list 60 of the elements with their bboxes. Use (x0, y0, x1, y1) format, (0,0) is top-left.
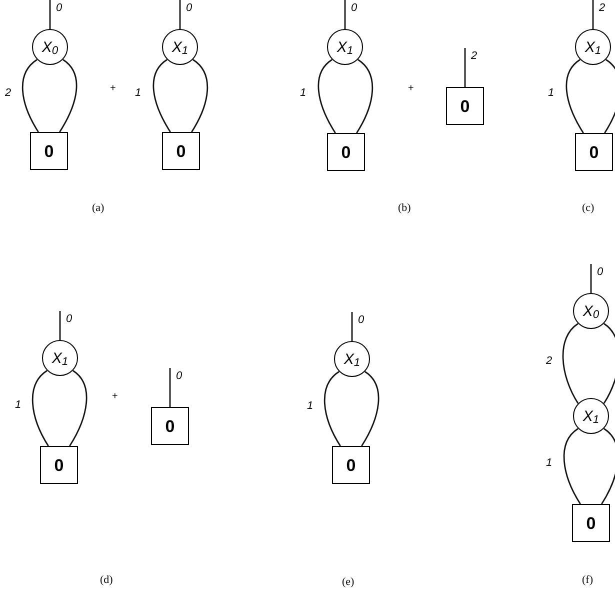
connector-line (22, 59, 39, 132)
edge-label: 2 (471, 51, 478, 62)
terminal-box: 0 (575, 133, 613, 171)
plus-sign: + (408, 84, 414, 94)
edge-label: 2 (5, 88, 12, 99)
figure-caption: (c) (582, 203, 594, 214)
connector-line (59, 311, 61, 340)
connector-line (464, 48, 466, 87)
terminal-box: 0 (162, 132, 200, 170)
terminal-box: 0 (332, 446, 370, 484)
figure-caption: (d) (100, 575, 113, 586)
plus-sign: + (110, 84, 116, 94)
connector-line (69, 370, 88, 446)
connector-line (318, 59, 336, 134)
terminal-box: 0 (30, 132, 68, 170)
figure-caption: (e) (342, 577, 354, 588)
edge-label: 0 (186, 3, 192, 14)
connector-line (49, 0, 51, 29)
connector-line (603, 323, 615, 404)
connector-line (356, 59, 373, 134)
edge-label: 0 (176, 371, 182, 382)
edge-label: 0 (56, 3, 62, 14)
edge-label: 2 (599, 3, 606, 14)
connector-line (344, 0, 346, 29)
terminal-box: 0 (572, 504, 610, 542)
edge-label: 1 (135, 88, 142, 99)
terminal-box: 0 (40, 446, 78, 484)
connector-line (324, 371, 341, 446)
edge-label: 1 (300, 88, 306, 100)
connector-line (191, 59, 208, 132)
connector-line (152, 59, 171, 132)
edge-label: 0 (66, 314, 72, 325)
connector-line (351, 312, 353, 341)
connector-line (179, 0, 181, 29)
terminal-box: 0 (327, 133, 365, 171)
connector-line (563, 428, 581, 504)
connector-line (59, 59, 78, 132)
connector-line (32, 370, 49, 446)
edge-label: 2 (546, 356, 552, 366)
edge-label: 1 (548, 88, 554, 100)
figure-caption: (f) (582, 575, 593, 586)
connector-line (169, 368, 171, 407)
connector-line (590, 264, 592, 293)
edge-label: 1 (15, 400, 22, 412)
connector-line (361, 371, 380, 446)
terminal-box: 0 (446, 87, 484, 125)
figure-caption: (a) (92, 203, 104, 214)
edge-label: 0 (351, 3, 358, 14)
connector-line (601, 428, 615, 504)
connector-line (562, 323, 579, 404)
edge-label: 1 (307, 400, 314, 412)
edge-label: 0 (358, 315, 364, 326)
plus-sign: + (112, 392, 118, 402)
figure-caption: (b) (398, 203, 411, 214)
edge-label: 1 (546, 458, 552, 470)
terminal-box: 0 (151, 407, 189, 445)
edge-label: 0 (597, 267, 604, 278)
connector-line (604, 59, 615, 134)
connector-line (592, 0, 594, 29)
connector-line (566, 59, 584, 134)
